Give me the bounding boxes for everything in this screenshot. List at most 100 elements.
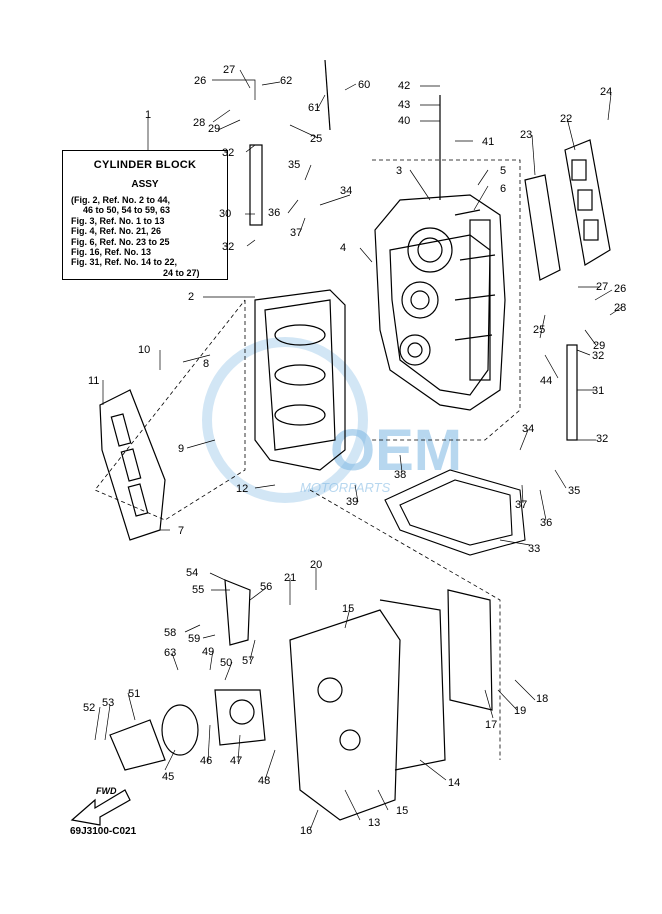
callout-label: 36 [268,207,280,219]
callout-label: 61 [308,102,320,114]
fwd-arrow-icon [70,789,131,826]
callout-label: 57 [242,655,254,667]
callout-label: 27 [223,64,235,76]
callout-label: 21 [284,572,296,584]
callout-label: 9 [178,443,184,455]
ref-line: Fig. 3, Ref. No. 1 to 13 [71,215,165,226]
callout-label: 11 [88,375,99,387]
callout-label: 44 [540,375,552,387]
callout-label: 47 [230,755,242,767]
callout-label: 53 [102,697,114,709]
callout-label: 13 [368,817,380,829]
callout-label: 26 [614,283,626,295]
callout-label: 18 [536,693,548,705]
ref-line: 46 to 50, 54 to 59, 63 [83,205,171,216]
callout-label: 54 [186,567,198,579]
callout-label: 32 [592,350,604,362]
callout-label: 34 [522,423,534,435]
callout-label: 17 [485,719,497,731]
callout-label: 35 [568,485,580,497]
callout-label: 6 [500,183,506,195]
callout-label: 27 [596,281,608,293]
callout-label: 37 [290,227,302,239]
callout-label: 22 [560,113,572,125]
lower-block [289,589,493,821]
watermark-text: OEM [330,418,462,483]
callout-label: 3 [396,165,402,177]
callout-label: 45 [162,771,174,783]
callout-label: 49 [202,646,214,658]
callout-label: 36 [540,517,552,529]
callout-label: 10 [138,344,150,356]
title-box-title: CYLINDER BLOCK [93,159,197,171]
callout-label: 26 [194,75,206,87]
callout-label: 39 [346,496,358,508]
group-outlines [94,159,521,760]
callout-label: 48 [258,775,270,787]
watermark: OEM MOTORPARTS [202,337,462,503]
ref-line: (Fig. 2, Ref. No. 2 to 44, [71,195,171,205]
ref-line: Fig. 4, Ref. No. 21, 26 [71,226,162,237]
callout-label: 29 [593,340,605,352]
callout-label: 14 [448,777,460,789]
callout-label: 41 [482,136,494,148]
callout-labels: 1234567891011121314151516171819202122232… [83,64,626,837]
title-box: CYLINDER BLOCK ASSY (Fig. 2, Ref. No. 2 … [62,150,228,280]
callout-label: 59 [188,633,200,645]
exhaust-covers-right [524,139,611,281]
callout-label: 19 [514,705,526,717]
callout-label: 33 [528,543,540,555]
callout-label: 38 [394,469,406,481]
callout-label: 28 [614,302,626,314]
callout-label: 55 [192,584,204,596]
callout-label: 23 [520,129,532,141]
callout-label: 46 [200,755,212,767]
watermark-subtext: MOTORPARTS [300,480,391,495]
callout-label: 42 [398,80,410,92]
callout-label: 31 [592,385,604,397]
title-box-subtitle: ASSY [131,179,159,190]
callout-label: 35 [288,159,300,171]
cylinder-block [374,194,506,411]
callout-label: 15 [342,603,354,615]
fwd-label: FWD [96,786,117,796]
callout-label: 43 [398,99,410,111]
crankcase [254,289,346,471]
title-box-refs: (Fig. 2, Ref. No. 2 to 44, 46 to 50, 54 … [71,195,200,278]
callout-label: 58 [164,627,176,639]
callout-label: 62 [280,75,292,87]
callout-label: 24 [600,86,612,98]
exhaust-cover [99,389,166,541]
callout-label: 32 [596,433,608,445]
callout-label: 1 [145,109,151,121]
callout-label: 52 [83,702,95,714]
callout-label: 25 [310,133,322,145]
callout-label: 37 [515,499,527,511]
callout-label: 34 [340,185,352,197]
callout-label: 16 [300,825,312,837]
leader-lines [94,69,623,831]
callout-label: 51 [128,688,140,700]
callout-label: 32 [222,241,234,253]
callout-label: 12 [236,483,248,495]
ref-line: 24 to 27) [163,267,200,278]
callout-label: 15 [396,805,408,817]
callout-label: 2 [188,291,194,303]
gasket [384,469,526,556]
callout-label: 25 [533,324,545,336]
callout-label: 63 [164,647,176,659]
callout-label: 8 [203,358,209,370]
ref-line: Fig. 16, Ref. No. 13 [71,247,152,258]
callout-label: 5 [500,165,506,177]
callout-label: 20 [310,559,322,571]
callout-label: 7 [178,525,184,537]
diagram-code: 69J3100-C021 [70,826,137,837]
ref-line: Fig. 31, Ref. No. 14 to 22, [71,257,178,268]
ref-line: Fig. 6, Ref. No. 23 to 25 [71,236,170,247]
callout-label: 4 [340,242,346,254]
callout-label: 40 [398,115,410,127]
callout-label: 56 [260,581,272,593]
callout-label: 60 [358,79,370,91]
callout-label: 28 [193,117,205,129]
